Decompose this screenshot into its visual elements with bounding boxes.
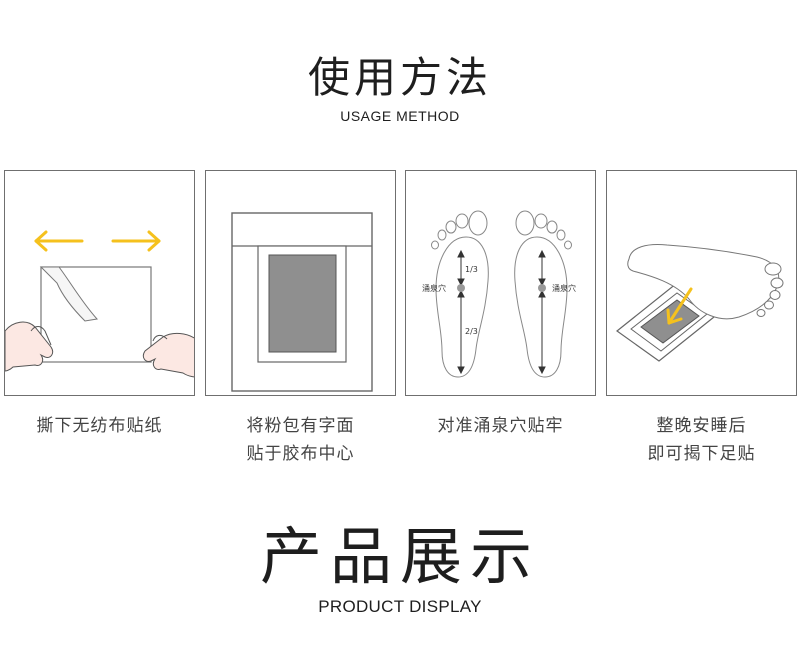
peeling-corner (39, 266, 98, 322)
step-2-caption-line-2: 贴于胶布中心 (246, 444, 355, 464)
lower-ratio-label: 2/3 (465, 327, 478, 336)
step-1-caption-line-1: 撕下无纺布贴纸 (36, 416, 163, 436)
acupoint-left-dot (457, 284, 465, 292)
step-4-illustration (606, 170, 797, 396)
step-4-caption-line-2: 即可揭下足贴 (647, 444, 756, 464)
powder-pack (268, 254, 337, 353)
step-4-caption: 整晚安睡后 即可揭下足贴 (606, 412, 797, 468)
step-3-caption: 对准涌泉穴贴牢 (405, 412, 596, 440)
down-arrow-icon (666, 287, 693, 325)
step-2-illustration (205, 170, 396, 396)
left-hand-icon (5, 321, 54, 372)
acupoint-right-dot (538, 284, 546, 292)
product-display-title: 产品展示 (259, 520, 540, 593)
product-display-subtitle: PRODUCT DISPLAY (318, 597, 482, 616)
step-4-caption-line-1: 整晚安睡后 (656, 416, 747, 436)
step-2-caption-line-1: 将粉包有字面 (246, 416, 355, 436)
step-2-caption: 将粉包有字面 贴于胶布中心 (205, 412, 396, 468)
step-1-caption: 撕下无纺布贴纸 (4, 412, 195, 440)
acupoint-label-left: 涌泉穴 (422, 283, 446, 293)
foot-icon (627, 244, 784, 320)
upper-ratio-label: 1/3 (465, 265, 478, 274)
step-1-illustration (4, 170, 195, 396)
step-3-caption-line-1: 对准涌泉穴贴牢 (437, 416, 564, 436)
acupoint-label-right: 涌泉穴 (552, 283, 576, 293)
right-arrow-icon (111, 230, 161, 252)
left-arrow-icon (34, 230, 84, 252)
left-sole-icon (431, 210, 489, 378)
step-3-illustration: 涌泉穴 涌泉穴 1/3 2/3 (405, 170, 596, 396)
usage-method-subtitle: USAGE METHOD (340, 108, 460, 124)
right-sole-icon (514, 210, 572, 378)
usage-method-title: 使用方法 (307, 53, 492, 102)
right-hand-icon (142, 332, 194, 378)
